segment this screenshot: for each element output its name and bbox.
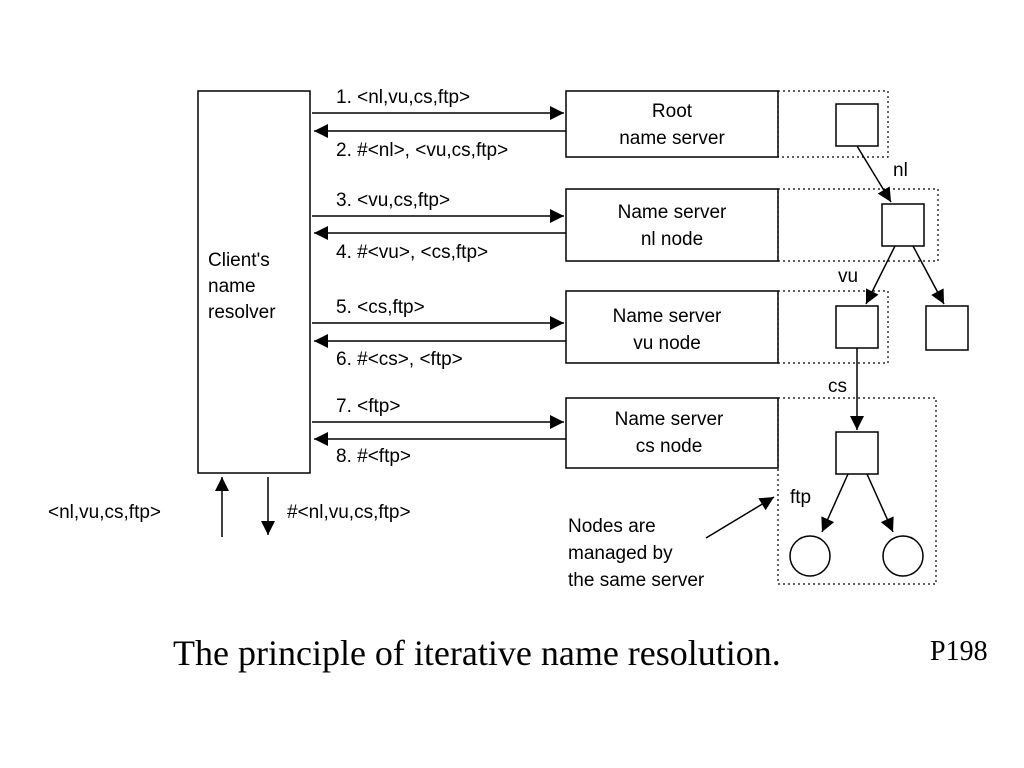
edge-cs-to-ftp bbox=[821, 473, 849, 533]
request-1-label: 1. <nl,vu,cs,ftp> bbox=[336, 87, 470, 108]
reply-6-label: 6. #<cs>, <ftp> bbox=[336, 349, 463, 370]
cs-server-label-line-1: Name server bbox=[615, 409, 724, 430]
annotation-line-1: Nodes are bbox=[568, 516, 656, 537]
vu-zone-outline bbox=[777, 290, 889, 364]
request-5-label: 5. <cs,ftp> bbox=[336, 297, 425, 318]
annotation-line-3: the same server bbox=[568, 570, 705, 591]
reply-4-label: 4. #<vu>, <cs,ftp> bbox=[336, 242, 488, 263]
root-name-server: Root name server bbox=[565, 90, 779, 158]
cs-server-label-line-2: cs node bbox=[636, 436, 703, 457]
cs-node bbox=[835, 431, 879, 475]
tree-label-ftp: ftp bbox=[790, 487, 811, 508]
vu-server-label-line-1: Name server bbox=[613, 306, 722, 327]
nl-node bbox=[881, 203, 925, 247]
vu-node bbox=[835, 305, 879, 349]
cs-zone-outline bbox=[777, 397, 937, 585]
ftp-node bbox=[789, 535, 831, 577]
vu-name-server: Name server vu node bbox=[565, 290, 779, 364]
client-label-line-3: resolver bbox=[208, 302, 276, 323]
figure-caption: The principle of iterative name resoluti… bbox=[173, 633, 781, 673]
client-io: <nl,vu,cs,ftp> #<nl,vu,cs,ftp> bbox=[48, 477, 411, 537]
vu-server-label-line-2: vu node bbox=[633, 333, 701, 354]
request-3-label: 3. <vu,cs,ftp> bbox=[336, 190, 450, 211]
root-node bbox=[835, 103, 879, 147]
root-server-label-line-2: name server bbox=[619, 128, 725, 149]
root-server-label-line-1: Root bbox=[652, 101, 693, 122]
reply-2-label: 2. #<nl>, <vu,cs,ftp> bbox=[336, 140, 508, 161]
page-reference: P198 bbox=[930, 636, 988, 667]
name-space-tree: nl vu cs ftp bbox=[789, 103, 969, 577]
tree-label-vu: vu bbox=[838, 266, 858, 287]
annotation-line-2: managed by bbox=[568, 543, 673, 564]
cs-sibling-node bbox=[882, 535, 924, 577]
nl-server-label-line-2: nl node bbox=[641, 229, 703, 250]
nl-server-label-line-1: Name server bbox=[618, 202, 727, 223]
nl-zone-outline bbox=[777, 188, 939, 262]
cs-name-server: Name server cs node bbox=[565, 397, 779, 469]
tree-label-cs: cs bbox=[828, 376, 847, 397]
tree-label-nl: nl bbox=[893, 160, 908, 181]
nl-name-server: Name server nl node bbox=[565, 188, 779, 262]
server-zone-outlines bbox=[777, 90, 939, 585]
edge-nl-to-vu bbox=[865, 245, 896, 305]
client-label-line-1: Client's bbox=[208, 250, 270, 271]
client-label-line-2: name bbox=[208, 276, 256, 297]
edge-nl-to-sibling bbox=[912, 245, 945, 305]
request-7-label: 7. <ftp> bbox=[336, 396, 400, 417]
root-zone-outline bbox=[777, 90, 889, 158]
reply-8-label: 8. #<ftp> bbox=[336, 446, 411, 467]
message-labels: 1. <nl,vu,cs,ftp> 2. #<nl>, <vu,cs,ftp> … bbox=[336, 87, 508, 467]
client-name-resolver: Client's name resolver bbox=[197, 90, 311, 474]
nl-sibling-node bbox=[925, 305, 969, 351]
client-output-label: #<nl,vu,cs,ftp> bbox=[287, 502, 411, 523]
message-arrows bbox=[312, 106, 566, 446]
annotation-arrow bbox=[705, 496, 775, 539]
edge-root-to-nl bbox=[856, 145, 892, 203]
edge-cs-to-sibling bbox=[866, 473, 894, 533]
same-server-annotation: Nodes are managed by the same server bbox=[568, 496, 775, 591]
client-input-label: <nl,vu,cs,ftp> bbox=[48, 502, 161, 523]
